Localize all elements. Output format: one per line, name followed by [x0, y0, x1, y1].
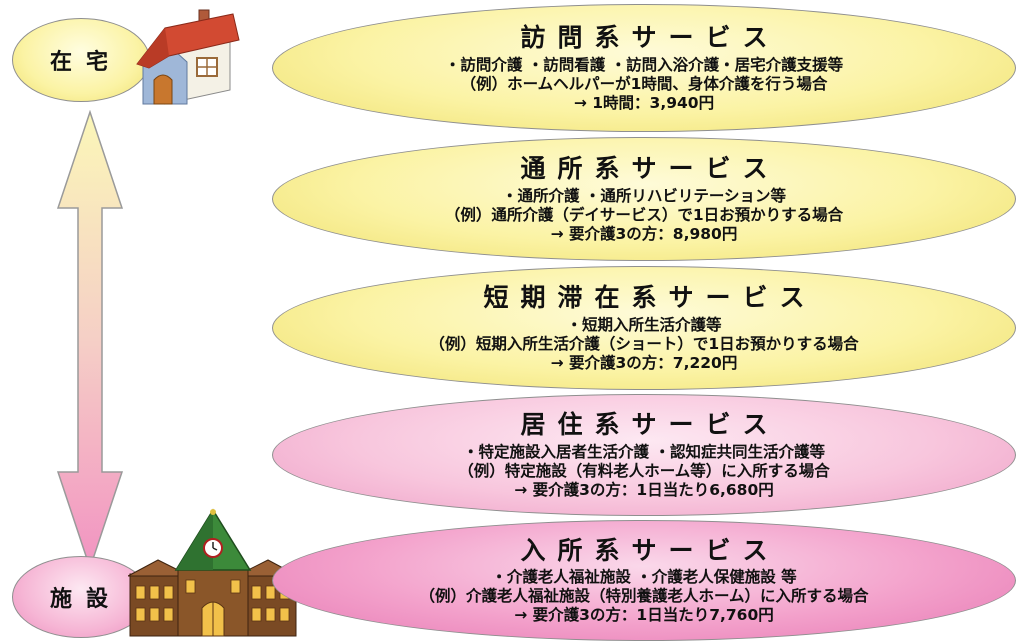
service-line: ・訪問介護 ・訪問看護 ・訪問入浴介護・居宅介護支援等 [444, 55, 844, 74]
service-short-stay: 短期滞在系サービス ・短期入所生活介護等 （例）短期入所生活介護（ショート）で1… [272, 266, 1016, 390]
house-icon [135, 4, 245, 112]
service-line: ・短期入所生活介護等 [566, 315, 722, 334]
service-line: → 1時間：3,940円 [573, 93, 715, 112]
service-line: → 要介護3の方：7,220円 [550, 353, 738, 372]
service-title: 通所系サービス [520, 154, 780, 184]
double-arrow-icon [56, 110, 124, 570]
service-title: 短期滞在系サービス [483, 283, 817, 313]
service-line: （例）通所介護（デイサービス）で1日お預かりする場合 [444, 205, 844, 224]
service-line: → 要介護3の方：8,980円 [550, 224, 738, 243]
service-residential: 居住系サービス ・特定施設入居者生活介護 ・認知症共同生活介護等 （例）特定施設… [272, 394, 1016, 516]
service-line: → 要介護3の方：1日当たり6,680円 [514, 480, 774, 499]
service-line: （例）短期入所生活介護（ショート）で1日お預かりする場合 [429, 334, 859, 353]
service-line: ・通所介護 ・通所リハビリテーション等 [501, 186, 787, 205]
service-title: 訪問系サービス [520, 23, 780, 53]
service-visit: 訪問系サービス ・訪問介護 ・訪問看護 ・訪問入浴介護・居宅介護支援等 （例）ホ… [272, 4, 1016, 132]
service-line: （例）介護老人福祉施設（特別養護老人ホーム）に入所する場合 [419, 587, 869, 606]
facility-building-icon [127, 504, 299, 644]
service-line: ・特定施設入居者生活介護 ・認知症共同生活介護等 [463, 442, 825, 461]
service-line: （例）特定施設（有料老人ホーム等）に入所する場合 [458, 461, 830, 480]
service-daycare: 通所系サービス ・通所介護 ・通所リハビリテーション等 （例）通所介護（デイサー… [272, 137, 1016, 261]
facility-label: 施設 [12, 556, 150, 638]
service-line: ・介護老人福祉施設 ・介護老人保健施設 等 [491, 568, 797, 587]
service-line: （例）ホームヘルパーが1時間、身体介護を行う場合 [460, 74, 828, 93]
service-title: 居住系サービス [520, 410, 780, 440]
home-label: 在宅 [12, 18, 150, 102]
service-institutional: 入所系サービス ・介護老人福祉施設 ・介護老人保健施設 等 （例）介護老人福祉施… [272, 520, 1016, 641]
service-line: → 要介護3の方：1日当たり7,760円 [514, 606, 774, 625]
service-title: 入所系サービス [520, 535, 780, 565]
